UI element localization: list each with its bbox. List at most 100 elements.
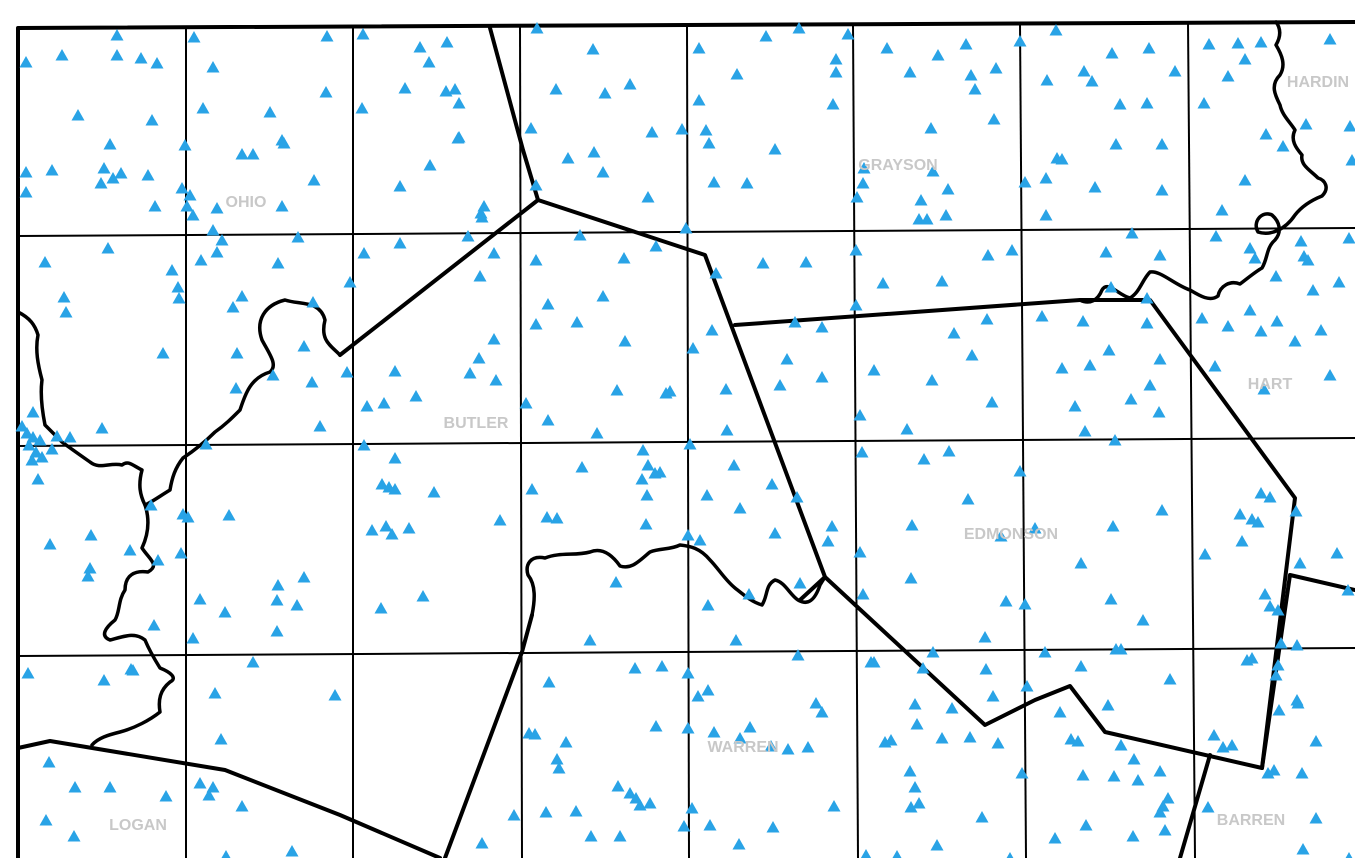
well-marker xyxy=(596,290,610,302)
survey-grid xyxy=(17,22,1355,858)
well-marker xyxy=(793,577,807,589)
well-marker xyxy=(1020,680,1034,692)
well-marker xyxy=(768,143,782,155)
well-marker xyxy=(864,656,878,668)
well-marker xyxy=(57,291,71,303)
well-marker xyxy=(206,224,220,236)
well-marker xyxy=(110,29,124,41)
well-marker xyxy=(43,538,57,550)
well-marker xyxy=(856,588,870,600)
well-marker xyxy=(235,290,249,302)
well-marker xyxy=(1209,230,1223,242)
well-marker xyxy=(1155,184,1169,196)
well-markers xyxy=(15,22,1355,858)
well-marker xyxy=(356,28,370,40)
well-marker xyxy=(733,732,747,744)
well-marker xyxy=(452,97,466,109)
well-marker xyxy=(935,732,949,744)
well-marker xyxy=(945,702,959,714)
well-marker xyxy=(31,473,45,485)
green-river xyxy=(16,298,342,507)
well-marker xyxy=(876,277,890,289)
well-marker xyxy=(720,424,734,436)
well-marker xyxy=(1296,843,1310,855)
well-marker xyxy=(727,459,741,471)
well-marker xyxy=(641,191,655,203)
well-marker xyxy=(26,431,40,443)
well-marker xyxy=(920,213,934,225)
well-marker xyxy=(756,257,770,269)
well-marker xyxy=(1153,765,1167,777)
well-marker xyxy=(178,139,192,151)
well-marker xyxy=(385,528,399,540)
well-marker xyxy=(788,316,802,328)
well-marker xyxy=(1005,244,1019,256)
well-marker xyxy=(187,31,201,43)
well-marker xyxy=(33,434,47,446)
well-marker xyxy=(186,632,200,644)
well-marker xyxy=(849,299,863,311)
well-marker xyxy=(1221,70,1235,82)
well-marker xyxy=(1345,852,1353,858)
well-marker xyxy=(1126,830,1140,842)
well-marker xyxy=(707,726,721,738)
well-marker xyxy=(939,209,953,221)
well-marker xyxy=(183,189,197,201)
well-marker xyxy=(1136,614,1150,626)
well-marker xyxy=(1053,706,1067,718)
well-marker xyxy=(880,42,894,54)
well-marker xyxy=(1068,400,1082,412)
well-marker xyxy=(1048,832,1062,844)
well-marker xyxy=(1197,97,1211,109)
nolin-river xyxy=(1078,20,1328,304)
well-marker xyxy=(393,237,407,249)
well-marker xyxy=(71,109,85,121)
well-marker xyxy=(1105,47,1119,59)
well-marker xyxy=(147,619,161,631)
well-marker xyxy=(681,529,695,541)
well-marker xyxy=(1109,138,1123,150)
well-marker xyxy=(530,22,544,34)
well-marker xyxy=(1243,304,1257,316)
well-marker xyxy=(271,579,285,591)
well-marker xyxy=(1107,770,1121,782)
well-marker xyxy=(1254,487,1268,499)
well-marker xyxy=(1006,852,1014,858)
well-marker xyxy=(1049,24,1063,36)
well-marker xyxy=(742,588,756,600)
well-marker xyxy=(1208,360,1222,372)
well-marker xyxy=(910,718,924,730)
well-marker xyxy=(1207,729,1221,741)
well-marker xyxy=(947,327,961,339)
well-marker xyxy=(63,431,77,443)
well-marker xyxy=(849,244,863,256)
well-marker xyxy=(402,522,416,534)
rivers xyxy=(16,20,1328,747)
well-marker xyxy=(297,571,311,583)
well-marker xyxy=(101,242,115,254)
well-marker xyxy=(35,451,49,463)
well-marker xyxy=(1309,812,1323,824)
well-marker xyxy=(45,443,59,455)
well-marker xyxy=(900,423,914,435)
well-marker xyxy=(942,445,956,457)
well-marker xyxy=(681,667,695,679)
well-marker xyxy=(1299,118,1313,130)
well-marker xyxy=(1291,697,1305,709)
well-marker xyxy=(328,689,342,701)
well-marker xyxy=(206,781,220,793)
well-marker xyxy=(1235,535,1249,547)
well-marker xyxy=(148,200,162,212)
well-marker xyxy=(539,806,553,818)
well-marker xyxy=(677,820,691,832)
well-marker xyxy=(853,409,867,421)
well-marker xyxy=(374,602,388,614)
well-marker xyxy=(1274,637,1288,649)
well-marker xyxy=(867,364,881,376)
well-marker xyxy=(413,41,427,53)
well-marker xyxy=(692,94,706,106)
well-marker xyxy=(1039,172,1053,184)
well-marker xyxy=(1238,174,1252,186)
well-marker xyxy=(908,698,922,710)
well-marker xyxy=(549,83,563,95)
